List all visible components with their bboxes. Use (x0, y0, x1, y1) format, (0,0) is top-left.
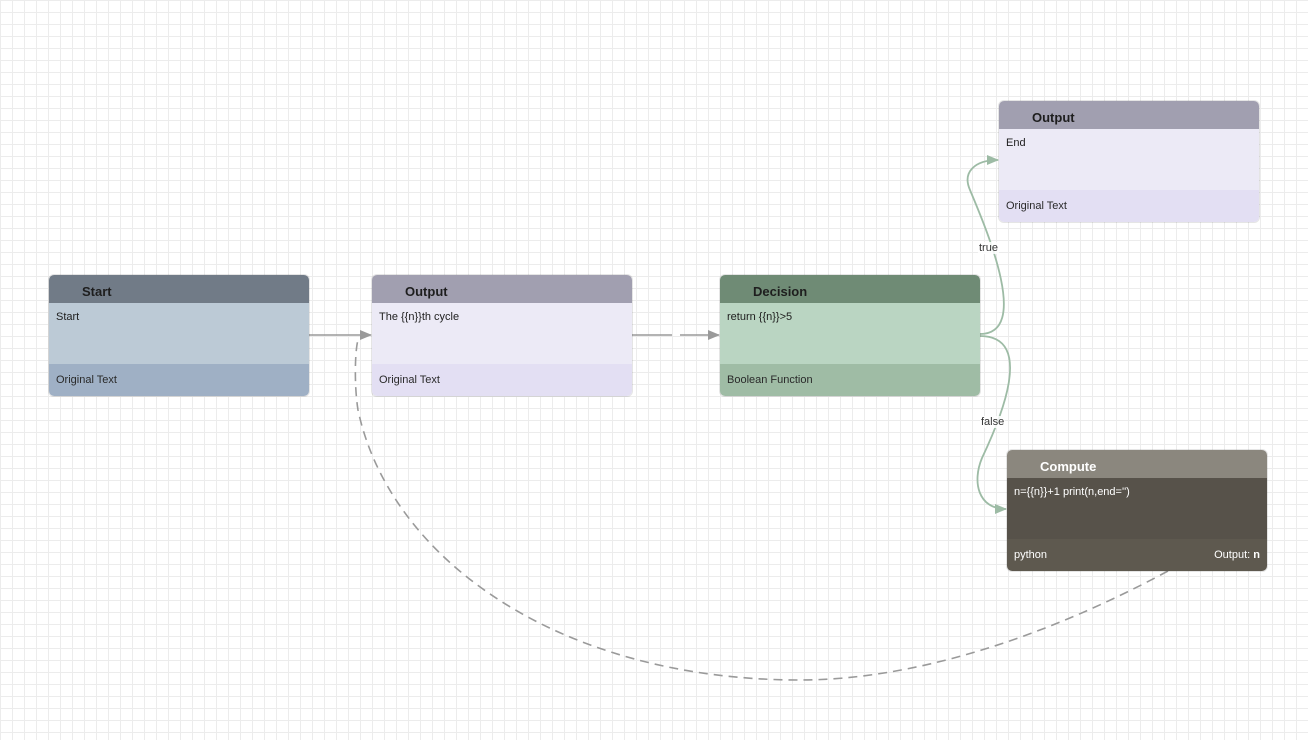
edge-compute-loop-back[interactable] (354, 339, 1169, 681)
node-decision-footer: Boolean Function (720, 364, 980, 396)
node-output-end-footer: Original Text (999, 190, 1259, 222)
node-output-cycle-type: Original Text (379, 374, 440, 386)
node-output-cycle-content[interactable]: The {{n}}th cycle (372, 303, 632, 364)
node-output-cycle-footer: Original Text (372, 364, 632, 396)
node-compute-content[interactable]: n={{n}}+1 print(n,end='') (1007, 478, 1267, 539)
node-compute-title: Compute (1007, 450, 1267, 478)
node-output-end-content[interactable]: End (999, 129, 1259, 190)
node-output-cycle-title: Output (372, 275, 632, 303)
node-compute-output-value: n (1253, 549, 1260, 561)
node-decision-content[interactable]: return {{n}}>5 (720, 303, 980, 364)
node-start[interactable]: Start Start Original Text (49, 275, 309, 396)
node-output-cycle[interactable]: Output The {{n}}th cycle Original Text (372, 275, 632, 396)
node-output-end-title: Output (999, 101, 1259, 129)
node-start-content[interactable]: Start (49, 303, 309, 364)
edge-label-false: false (980, 416, 1006, 428)
edge-label-true: true (978, 242, 999, 254)
node-compute-output: Output: n (1214, 549, 1260, 561)
node-compute-footer: python Output: n (1007, 539, 1267, 571)
node-compute[interactable]: Compute n={{n}}+1 print(n,end='') python… (1007, 450, 1267, 571)
node-start-footer: Original Text (49, 364, 309, 396)
node-compute-language: python (1014, 549, 1048, 561)
node-output-end[interactable]: Output End Original Text (999, 101, 1259, 222)
node-decision[interactable]: Decision return {{n}}>5 Boolean Function (720, 275, 980, 396)
edge-decision-to-end-true[interactable] (966, 155, 1005, 335)
node-output-end-type: Original Text (1006, 200, 1067, 212)
edge-decision-to-compute-false[interactable] (976, 335, 1011, 514)
node-decision-title: Decision (720, 275, 980, 303)
node-start-type: Original Text (56, 374, 117, 386)
node-start-title: Start (49, 275, 309, 303)
node-decision-type: Boolean Function (727, 374, 813, 386)
node-compute-output-label: Output: (1214, 549, 1251, 561)
